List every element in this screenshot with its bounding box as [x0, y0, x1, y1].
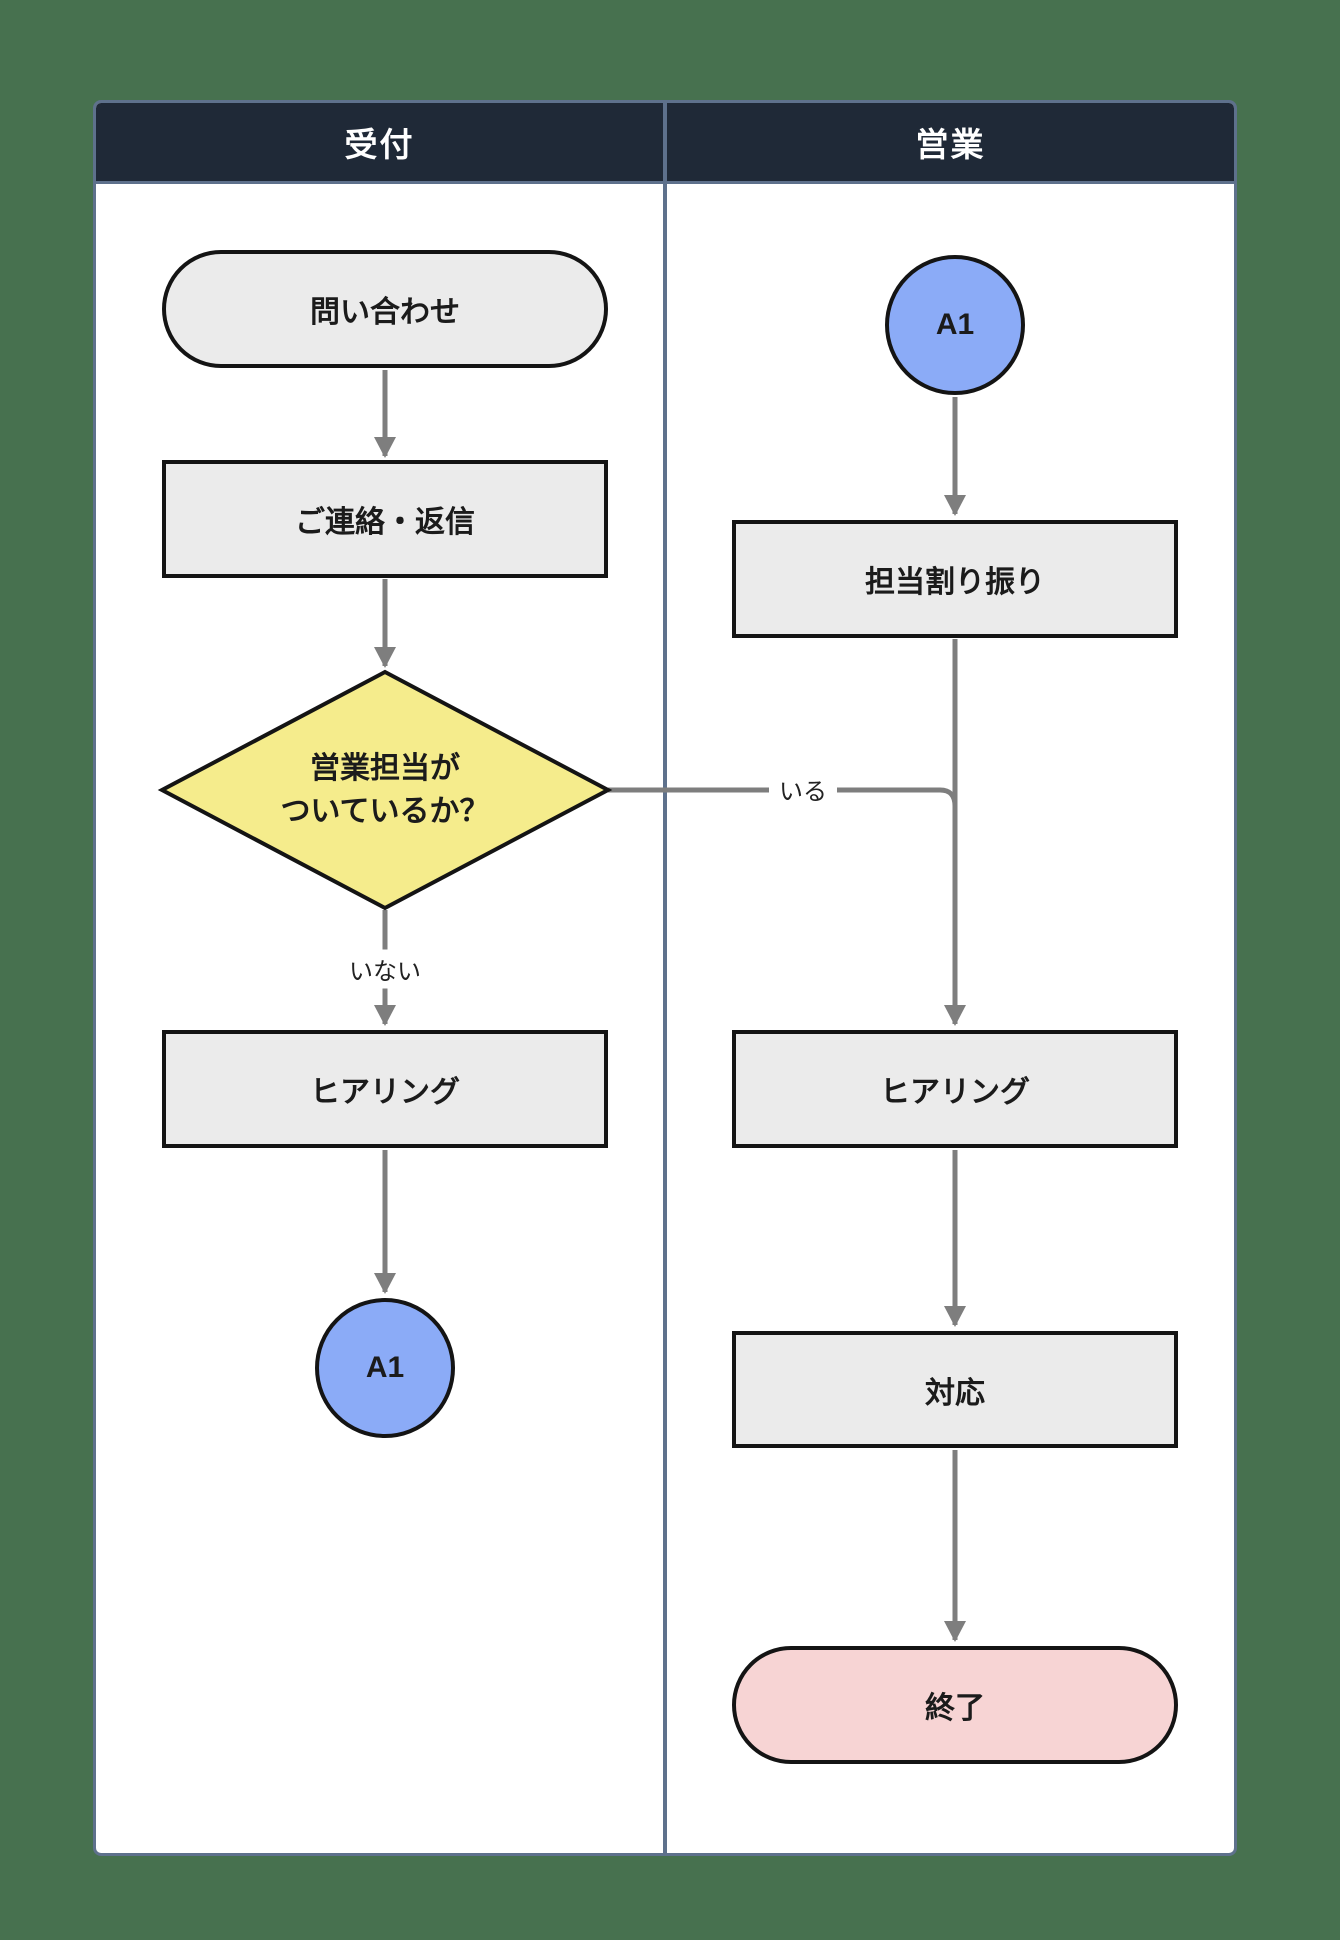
node-assign-rep: 担当割り振り	[732, 520, 1178, 638]
node-hearing-reception: ヒアリング	[162, 1030, 608, 1148]
decision-sales-rep-label: 営業担当が ついているか？	[225, 718, 545, 862]
node-hearing-sales: ヒアリング	[732, 1030, 1178, 1148]
node-end: 終了	[732, 1646, 1178, 1764]
lane-header-reception: 受付	[96, 103, 663, 181]
decision-line1: 営業担当が	[310, 751, 460, 785]
node-response: 対応	[732, 1331, 1178, 1448]
connector-a1-sales: A1	[885, 255, 1025, 395]
lane-header-row: 受付 営業	[96, 103, 1234, 184]
lane-header-divider	[663, 103, 667, 181]
node-contact-reply: ご連絡・返信	[162, 460, 608, 578]
edge-label-yes: いる	[769, 769, 837, 809]
edge-label-no: いない	[339, 949, 431, 989]
node-inquiry: 問い合わせ	[162, 250, 608, 368]
connector-a1-reception: A1	[315, 1298, 455, 1438]
lane-header-sales: 営業	[667, 103, 1234, 181]
swimlane-panel: 受付 営業	[93, 100, 1237, 1856]
decision-line2: ついているか？	[280, 795, 490, 828]
lane-divider	[663, 181, 667, 1853]
